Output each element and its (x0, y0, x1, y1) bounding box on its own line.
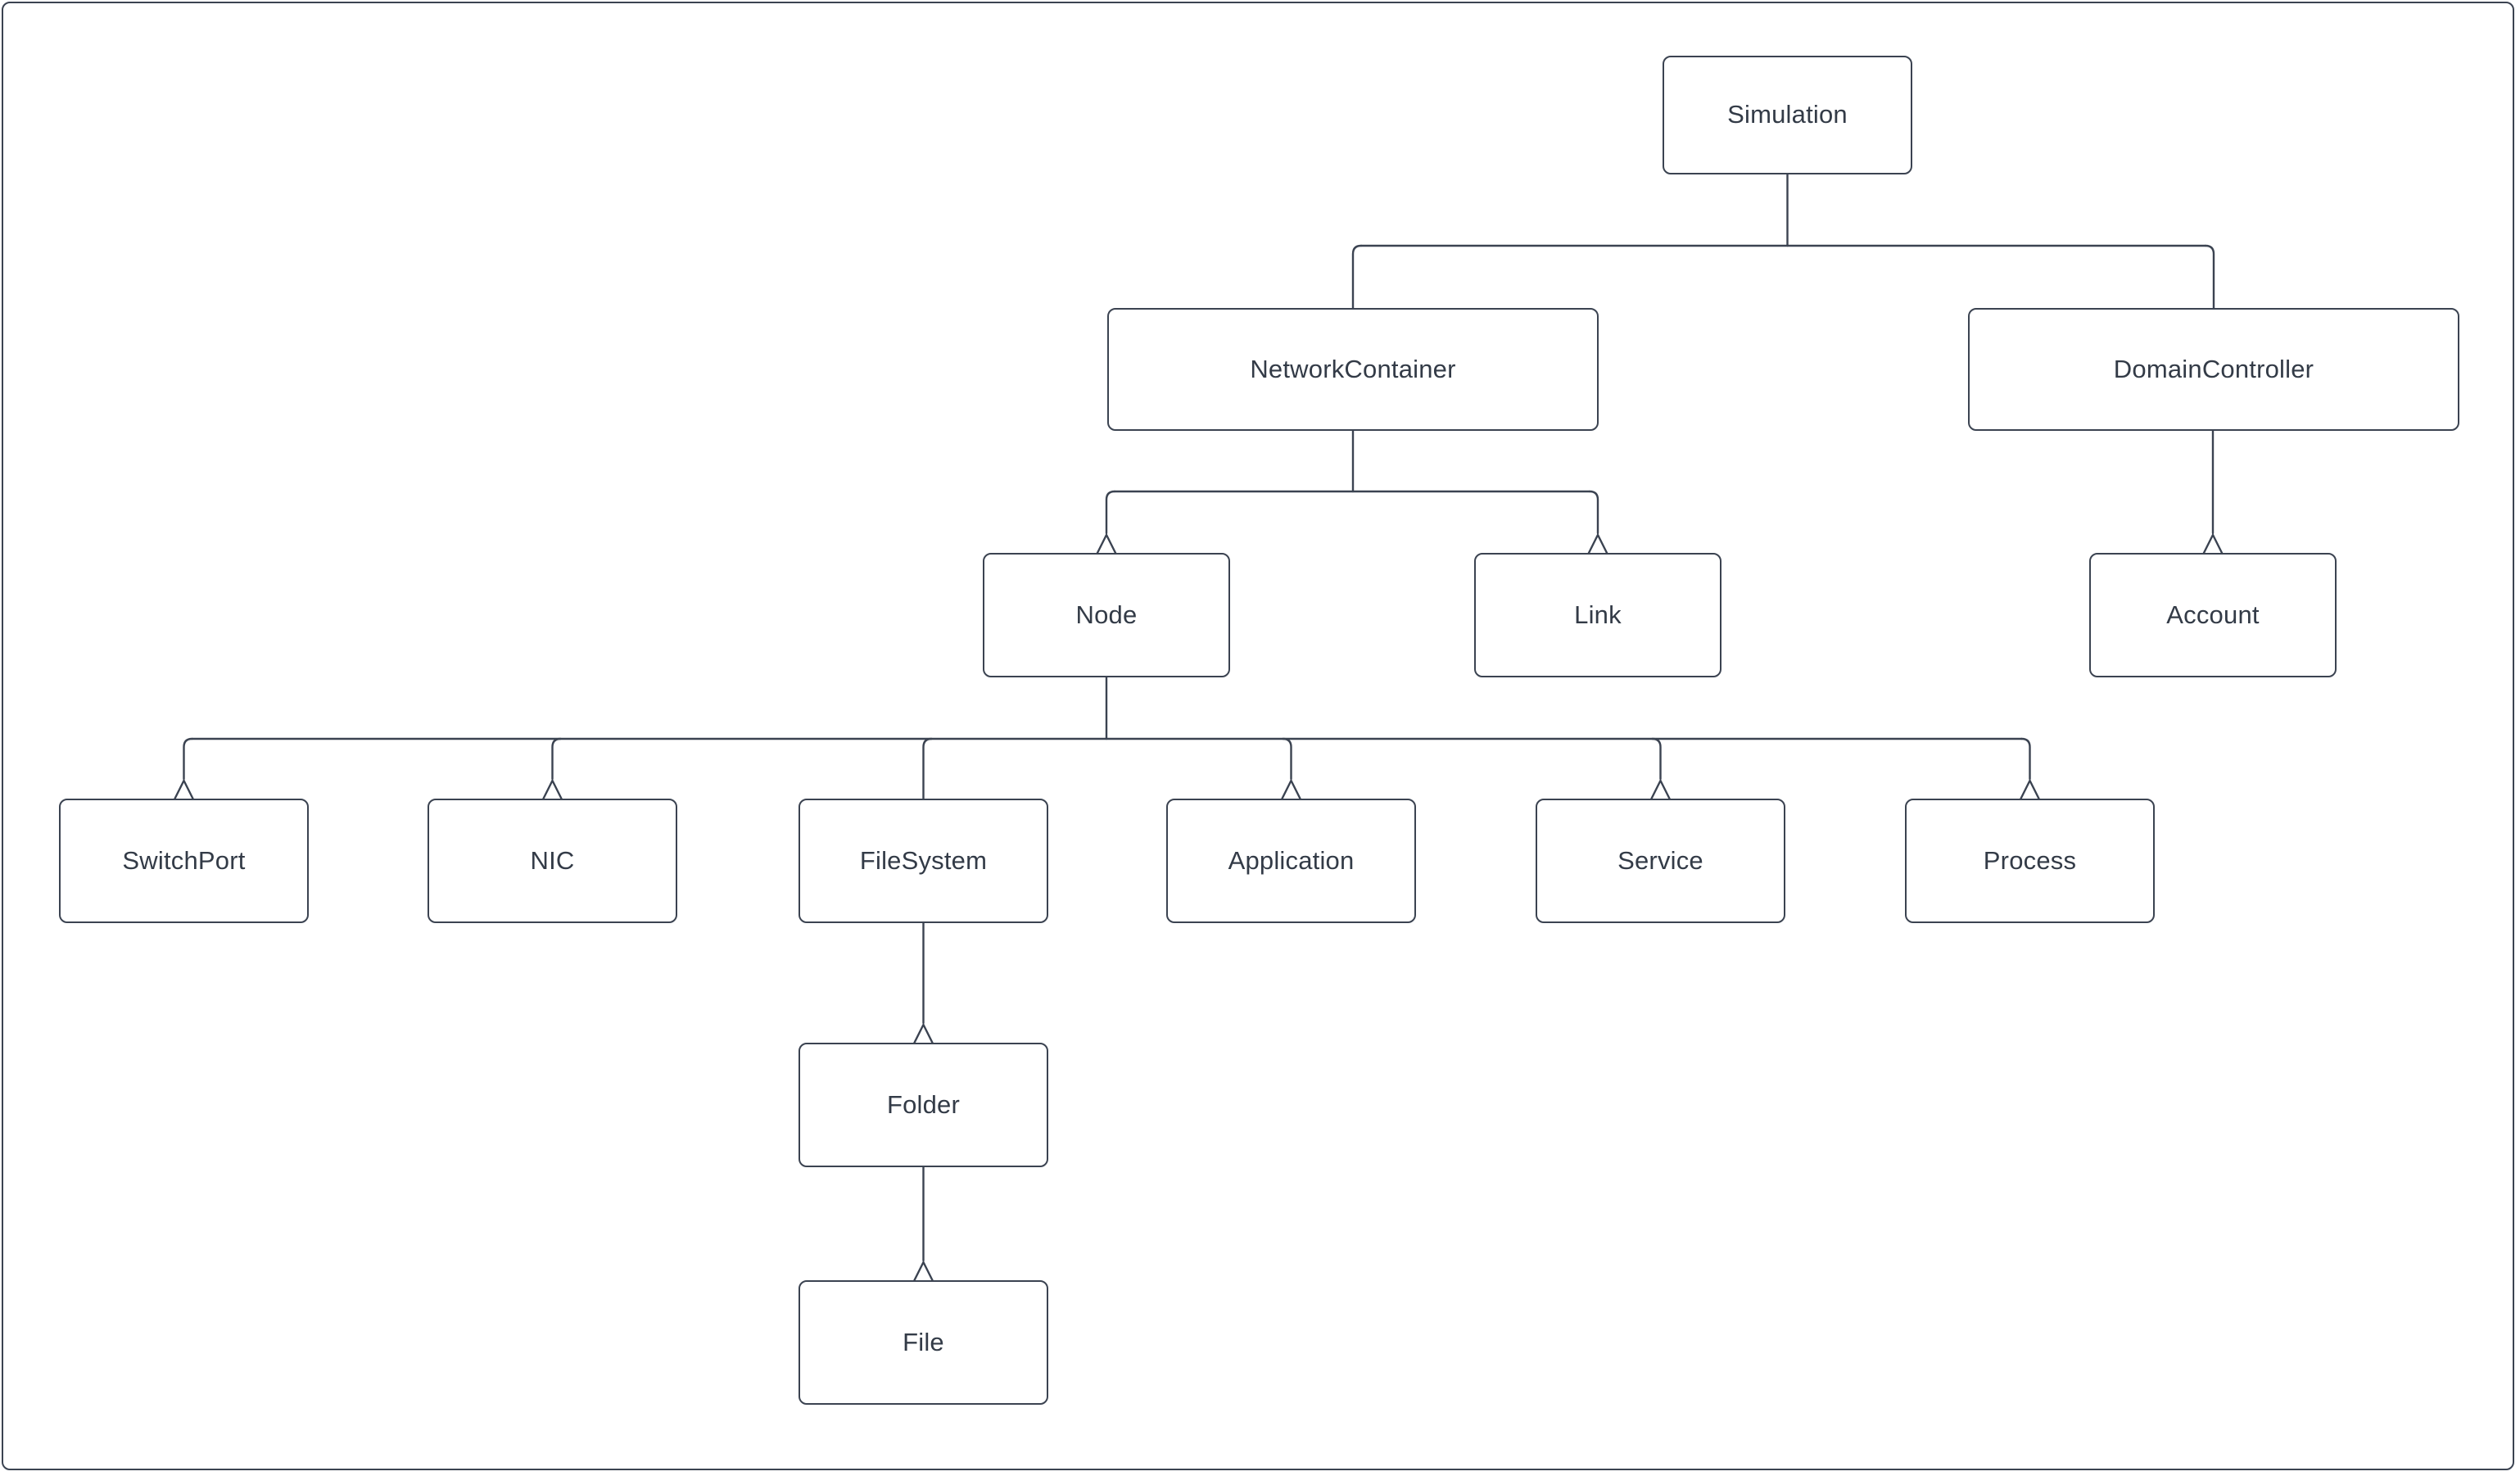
class-box-label: SwitchPort (122, 847, 245, 875)
class-box-label: Node (1076, 601, 1138, 629)
class-box-account[interactable]: Account (2089, 553, 2337, 677)
class-box-label: DomainController (2114, 355, 2314, 383)
class-box-label: FileSystem (860, 847, 987, 875)
class-box-label: Service (1617, 847, 1703, 875)
class-box-filesystem[interactable]: FileSystem (799, 799, 1048, 923)
class-box-simulation[interactable]: Simulation (1663, 56, 1912, 174)
class-box-node[interactable]: Node (983, 553, 1230, 677)
class-box-label: File (903, 1329, 944, 1356)
class-box-label: Simulation (1727, 101, 1848, 129)
class-box-link[interactable]: Link (1474, 553, 1721, 677)
class-box-label: Account (2166, 601, 2259, 629)
class-box-file[interactable]: File (799, 1280, 1048, 1405)
class-box-label: Folder (887, 1091, 960, 1119)
class-box-application[interactable]: Application (1166, 799, 1416, 923)
class-box-nic[interactable]: NIC (428, 799, 677, 923)
class-box-process[interactable]: Process (1905, 799, 2155, 923)
class-box-service[interactable]: Service (1536, 799, 1785, 923)
class-box-label: Link (1574, 601, 1622, 629)
class-box-label: Application (1228, 847, 1355, 875)
class-box-networkcontainer[interactable]: NetworkContainer (1107, 308, 1599, 431)
class-box-label: NetworkContainer (1250, 355, 1455, 383)
class-box-label: NIC (531, 847, 575, 875)
class-box-label: Process (1984, 847, 2076, 875)
class-box-switchport[interactable]: SwitchPort (59, 799, 309, 923)
class-box-domaincontroller[interactable]: DomainController (1968, 308, 2459, 431)
class-box-folder[interactable]: Folder (799, 1043, 1048, 1167)
